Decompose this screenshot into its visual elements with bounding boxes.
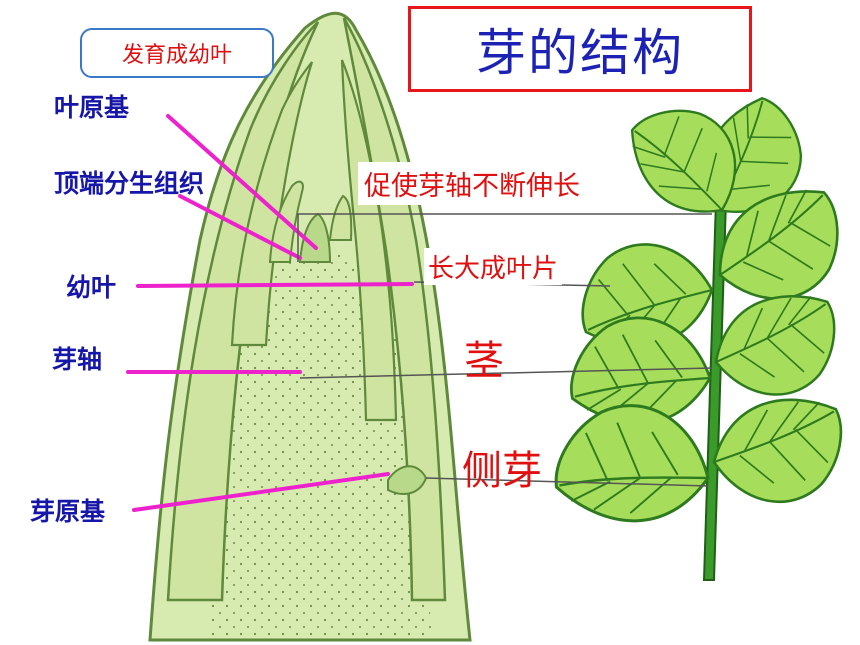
callout-text: 发育成幼叶	[121, 43, 232, 68]
callout-bubble: 发育成幼叶	[80, 28, 274, 78]
result-lateral-bud: 侧芽	[462, 448, 542, 494]
leaf-primordium-right	[328, 194, 353, 241]
result-stem: 茎	[464, 338, 504, 384]
bud-primordium-bulge	[387, 465, 428, 495]
connector-elongate	[297, 213, 712, 262]
label-leaf-primordium: 叶原基	[54, 93, 130, 122]
leaf-right-2	[705, 287, 846, 406]
pointer-young-leaf	[136, 282, 414, 288]
label-bud-primordium: 芽原基	[30, 497, 106, 526]
young-leaf-left	[230, 61, 314, 347]
connector-stem	[299, 367, 713, 379]
label-apical-meristem: 顶端分生组织	[54, 169, 205, 198]
pointer-bud-primordium	[132, 472, 390, 512]
connector-lateral-bud	[425, 477, 709, 487]
pointer-apical-meristem	[178, 194, 302, 260]
pointer-leaf-primordium	[166, 114, 318, 250]
leaf-left-3	[547, 387, 723, 541]
label-young-leaf: 幼叶	[66, 273, 117, 302]
label-bud-axis: 芽轴	[52, 345, 103, 374]
result-leaf-blade: 长大成叶片	[424, 248, 563, 285]
pointer-lines	[126, 114, 414, 512]
plant-shoot	[547, 86, 859, 581]
leaf-right-3	[707, 394, 849, 509]
title-box: 芽的结构	[408, 6, 752, 92]
result-elongate: 促使芽轴不断伸长	[358, 162, 586, 205]
page-title: 芽的结构	[476, 24, 684, 82]
bud-section	[148, 11, 472, 642]
